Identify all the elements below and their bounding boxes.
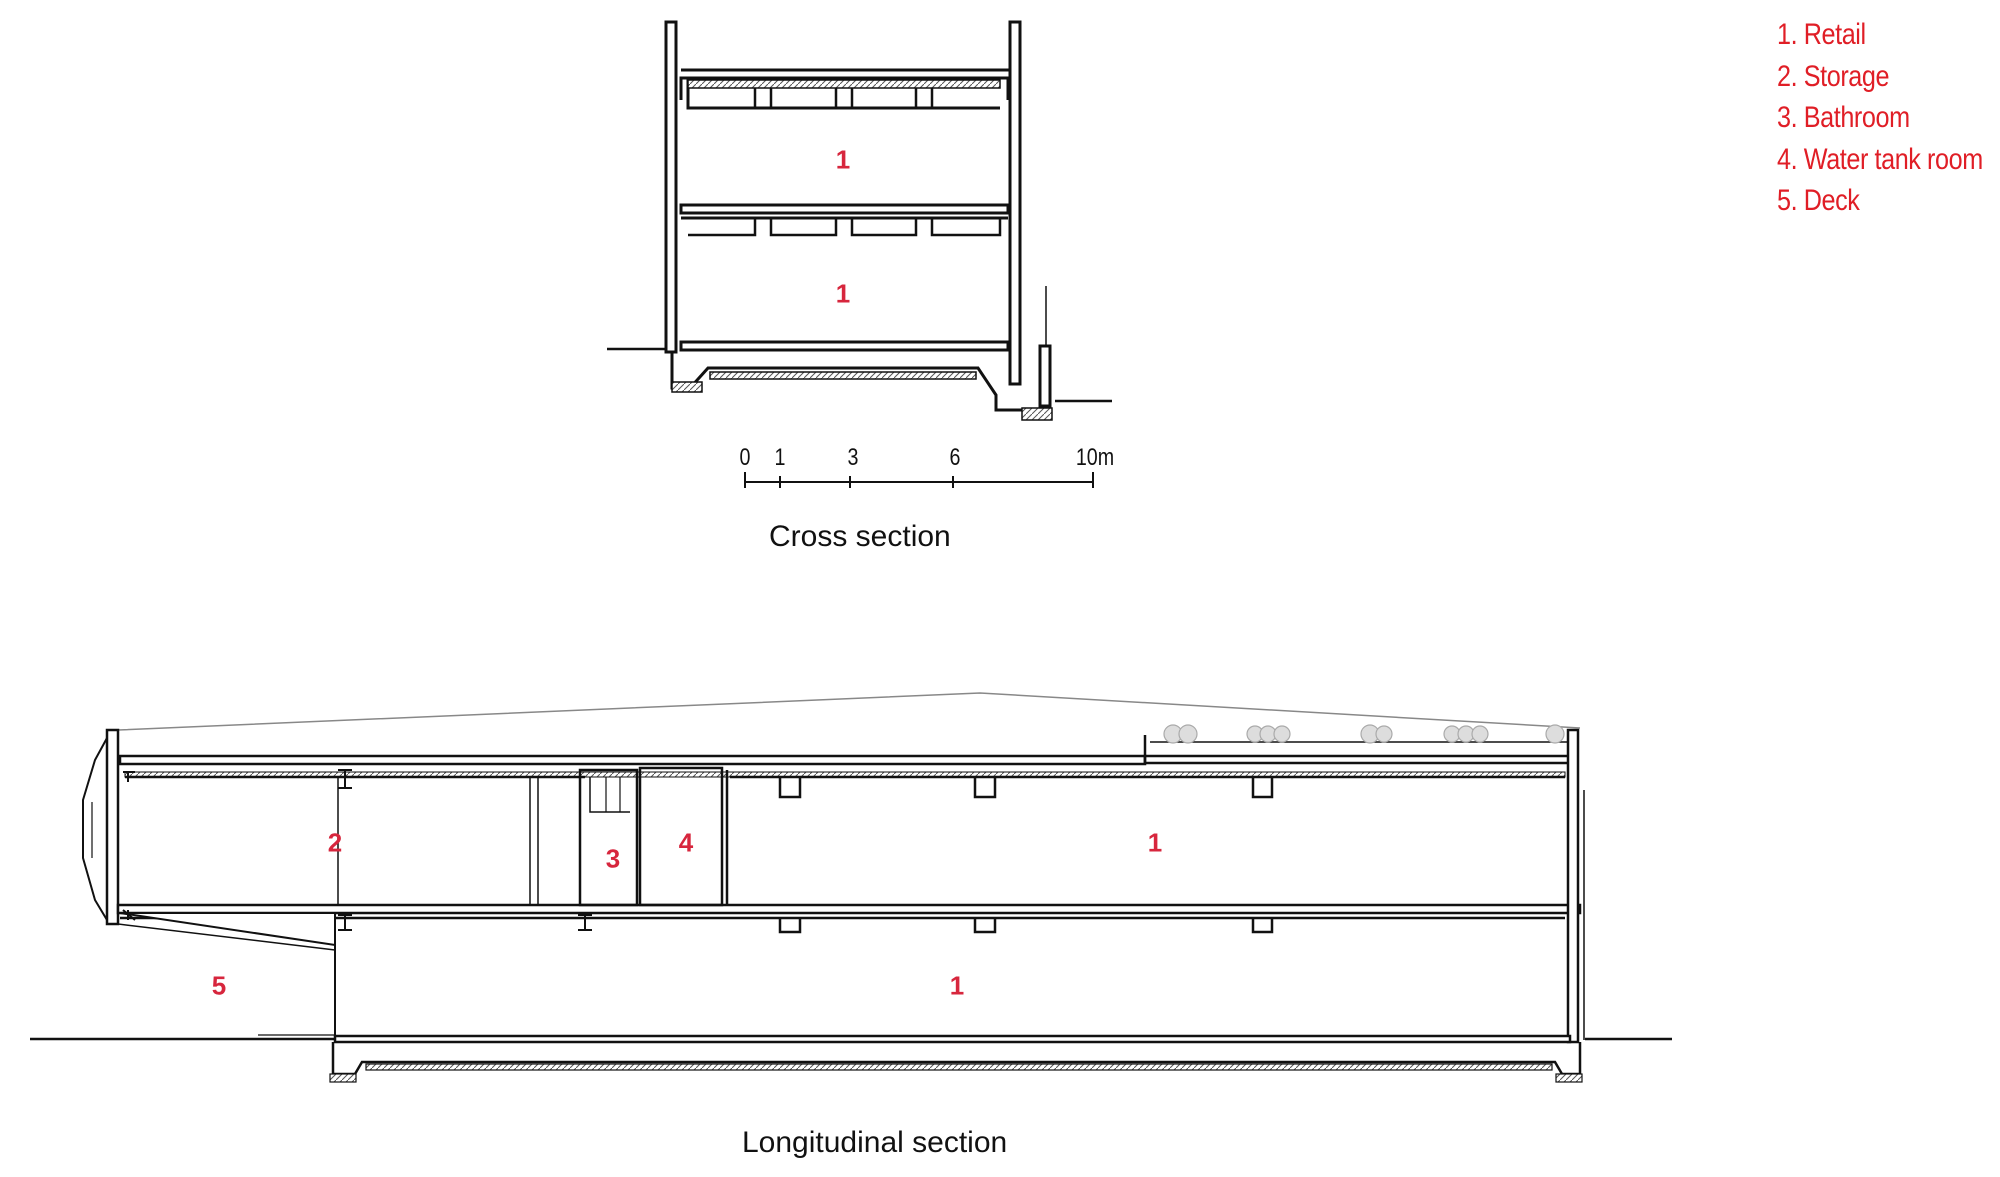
scale-tick-10m: 10m (1075, 444, 1115, 471)
longitudinal-section-title: Longitudinal section (742, 1126, 1008, 1159)
legend-item-water-tank-room: 4. Water tank room (1777, 142, 1983, 176)
scale-tick-6: 6 (949, 444, 961, 471)
long-room-retail-upper-label: 1 (1147, 827, 1163, 858)
long-room-deck-label: 5 (211, 970, 227, 1001)
long-room-water-tank-label: 4 (678, 827, 694, 858)
long-room-retail-lower-label: 1 (949, 970, 965, 1001)
scale-tick-0: 0 (739, 444, 751, 471)
scale-tick-1: 1 (774, 444, 786, 471)
scale-tick-3: 3 (847, 444, 859, 471)
legend-item-retail: 1. Retail (1777, 18, 1866, 51)
longitudinal-section-drawing (30, 692, 1672, 1083)
cross-section-drawing (607, 20, 1112, 421)
cross-section-title: Cross section (769, 520, 951, 553)
cross-room-lower-label: 1 (835, 278, 851, 309)
legend-item-storage: 2. Storage (1777, 59, 1890, 93)
cross-room-upper-label: 1 (835, 144, 851, 175)
scale-bar (744, 472, 1094, 488)
long-room-storage-label: 2 (327, 827, 343, 858)
room-legend: 1. Retail 2. Storage 3. Bathroom 4. Wate… (1777, 14, 2000, 222)
legend-item-bathroom: 3. Bathroom (1777, 101, 1910, 134)
long-room-bathroom-label: 3 (605, 843, 621, 874)
legend-item-deck: 5. Deck (1777, 184, 1860, 217)
